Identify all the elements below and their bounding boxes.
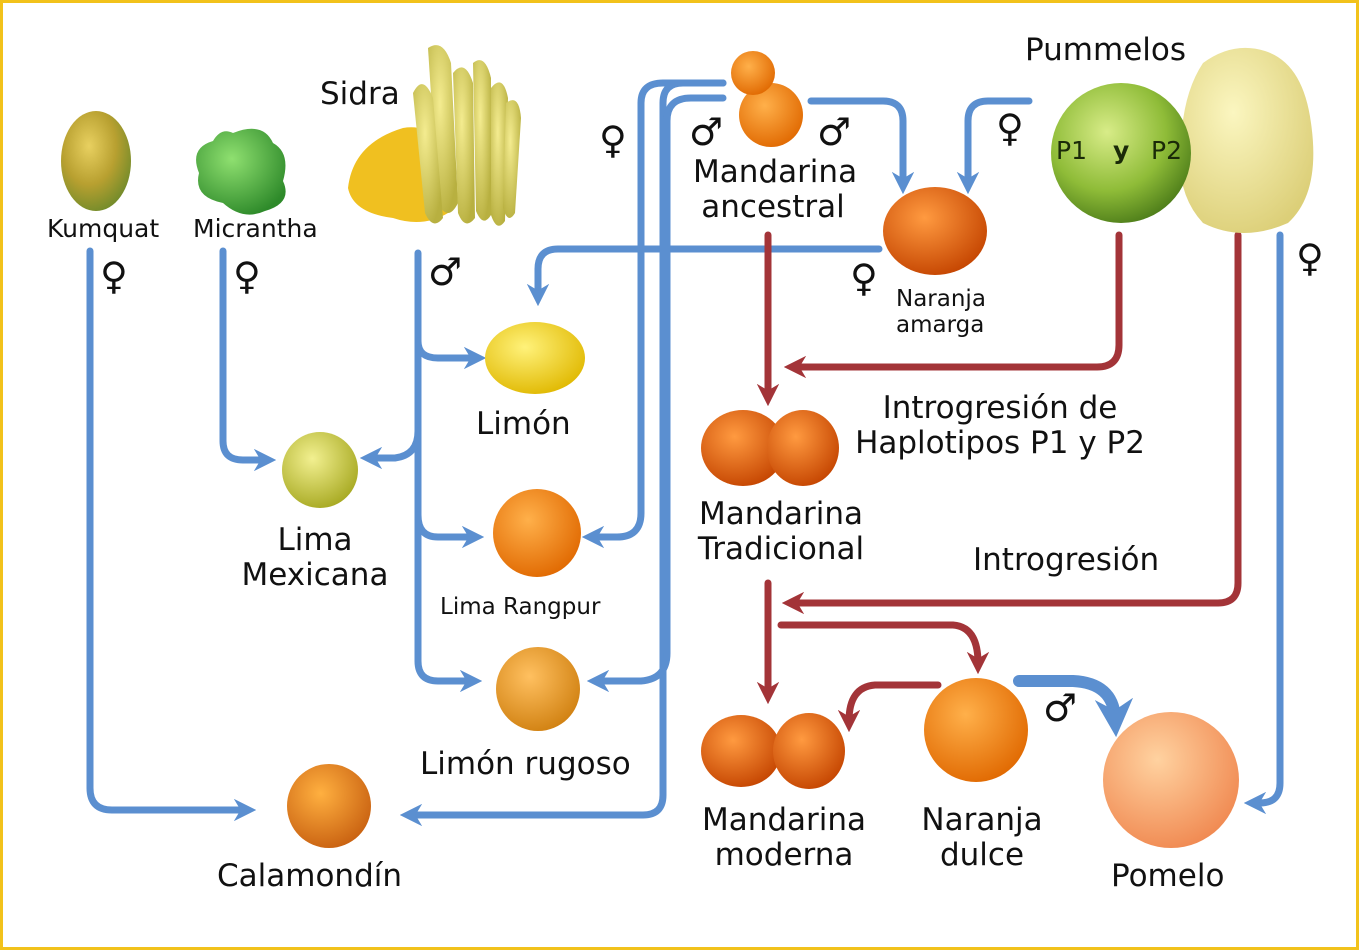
label-introgresion-haplotipos-line1: Introgresión de [882, 390, 1118, 426]
female-symbol-kumquat: ♀ [100, 254, 128, 298]
label-p2: P2 [1151, 136, 1182, 165]
label-naranja-dulce: Naranja dulce [917, 803, 1047, 872]
arrow-tradicional-dulce [777, 621, 990, 675]
female-symbol-naranja-amarga: ♀ [850, 256, 878, 300]
label-mandarina-tradicional: Mandarina Tradicional [693, 497, 869, 566]
fruit-mandarina-tradicional [701, 410, 839, 486]
label-introgresion-haplotipos: Introgresión de Haplotipos P1 y P2 [855, 391, 1145, 460]
arrow-pummelo-introgresion [781, 231, 1242, 615]
label-limon: Limón [476, 406, 571, 442]
label-introgresion: Introgresión [973, 542, 1160, 578]
arrow-naranja-dulce-pomelo [1013, 675, 1134, 738]
female-symbol-pummelo: ♀ [996, 106, 1024, 150]
arrow-mandarina-rangpur [581, 79, 727, 549]
fruit-micrantha [196, 128, 286, 215]
arrow-sidra-limon [414, 337, 487, 370]
fruit-sidra [348, 45, 521, 226]
label-sidra: Sidra [320, 76, 400, 112]
arrow-kumquat-calamondin [86, 247, 257, 822]
label-mandarina-moderna: Mandarina moderna [696, 803, 872, 872]
arrow-naranja-amarga-limon [526, 245, 883, 307]
label-limon-rugoso: Limón rugoso [420, 746, 631, 782]
label-mandarina-ancestral: Mandarina ancestral [693, 154, 858, 225]
arrow-dulce-moderna [837, 681, 942, 733]
label-p1: P1 [1056, 136, 1087, 165]
female-symbol-micrantha: ♀ [233, 254, 261, 298]
female-symbol-pomelo: ♀ [1296, 236, 1324, 280]
male-symbol-naranja-dulce: ♂ [1043, 686, 1078, 730]
label-mandarina-ancestral-line1: Mandarina [693, 154, 858, 190]
fruit-naranja-dulce [924, 678, 1028, 782]
arrow-sidra-down [414, 249, 483, 693]
male-symbol-sidra: ♂ [428, 250, 463, 294]
arrow-micrantha-lima [219, 247, 277, 472]
label-introgresion-haplotipos-line2: Haplotipos P1 y P2 [855, 424, 1145, 461]
label-naranja-amarga: Naranja amarga [896, 286, 986, 339]
fruit-lima-rangpur [493, 489, 581, 577]
fruit-naranja-amarga [883, 187, 987, 275]
label-naranja-dulce-line2: dulce [939, 836, 1025, 873]
fruit-pummelos [1051, 47, 1314, 233]
arrow-sidra-lima [359, 427, 422, 470]
label-mandarina-tradicional-line1: Mandarina [698, 496, 864, 532]
label-mandarina-moderna-line1: Mandarina [701, 802, 867, 838]
arrow-mandarina-rugoso [586, 94, 727, 693]
label-naranja-amarga-line1: Naranja [896, 286, 986, 312]
label-lima-mexicana-line2: Mexicana [241, 556, 389, 593]
label-mandarina-moderna-line2: moderna [714, 836, 854, 873]
fruit-mandarina-ancestral [731, 51, 803, 147]
red-arrows [756, 231, 1242, 733]
blue-arrows [86, 79, 1284, 827]
label-mandarina-tradicional-line2: Tradicional [697, 530, 865, 567]
label-micrantha: Micrantha [193, 214, 318, 243]
label-lima-rangpur: Lima Rangpur [440, 594, 601, 620]
male-symbol-mandarina-left: ♂ [689, 110, 724, 154]
arrow-pummelo-naranja-amarga [956, 97, 1033, 195]
fruit-pomelo [1103, 712, 1239, 848]
label-lima-mexicana-line1: Lima [277, 522, 353, 558]
label-kumquat: Kumquat [47, 214, 160, 243]
label-lima-mexicana: Lima Mexicana [235, 523, 395, 592]
arrow-pummelo-pomelo [1243, 231, 1284, 815]
fruit-lima-mexicana [282, 432, 358, 508]
fruit-limon [485, 322, 585, 394]
label-calamondin: Calamondín [217, 858, 403, 894]
label-mandarina-ancestral-line2: ancestral [701, 188, 845, 225]
arrow-sidra-rangpur [414, 511, 485, 549]
arrow-p-haplotipos [783, 231, 1123, 379]
diagram-canvas [61, 45, 1314, 848]
label-pomelo: Pomelo [1111, 858, 1225, 894]
label-naranja-amarga-line2: amarga [896, 311, 985, 338]
fruit-limon-rugoso [496, 647, 580, 731]
fruit-kumquat [61, 111, 131, 211]
fruit-mandarina-moderna [701, 713, 845, 789]
fruit-calamondin [287, 764, 371, 848]
label-pummelos: Pummelos [1025, 32, 1186, 68]
label-naranja-dulce-line1: Naranja [921, 802, 1043, 838]
arrow-mandarina-naranja-amarga [807, 97, 915, 195]
male-symbol-mandarina-right: ♂ [817, 110, 852, 154]
label-y: y [1113, 136, 1130, 165]
female-symbol-mandarina: ♀ [599, 118, 627, 162]
